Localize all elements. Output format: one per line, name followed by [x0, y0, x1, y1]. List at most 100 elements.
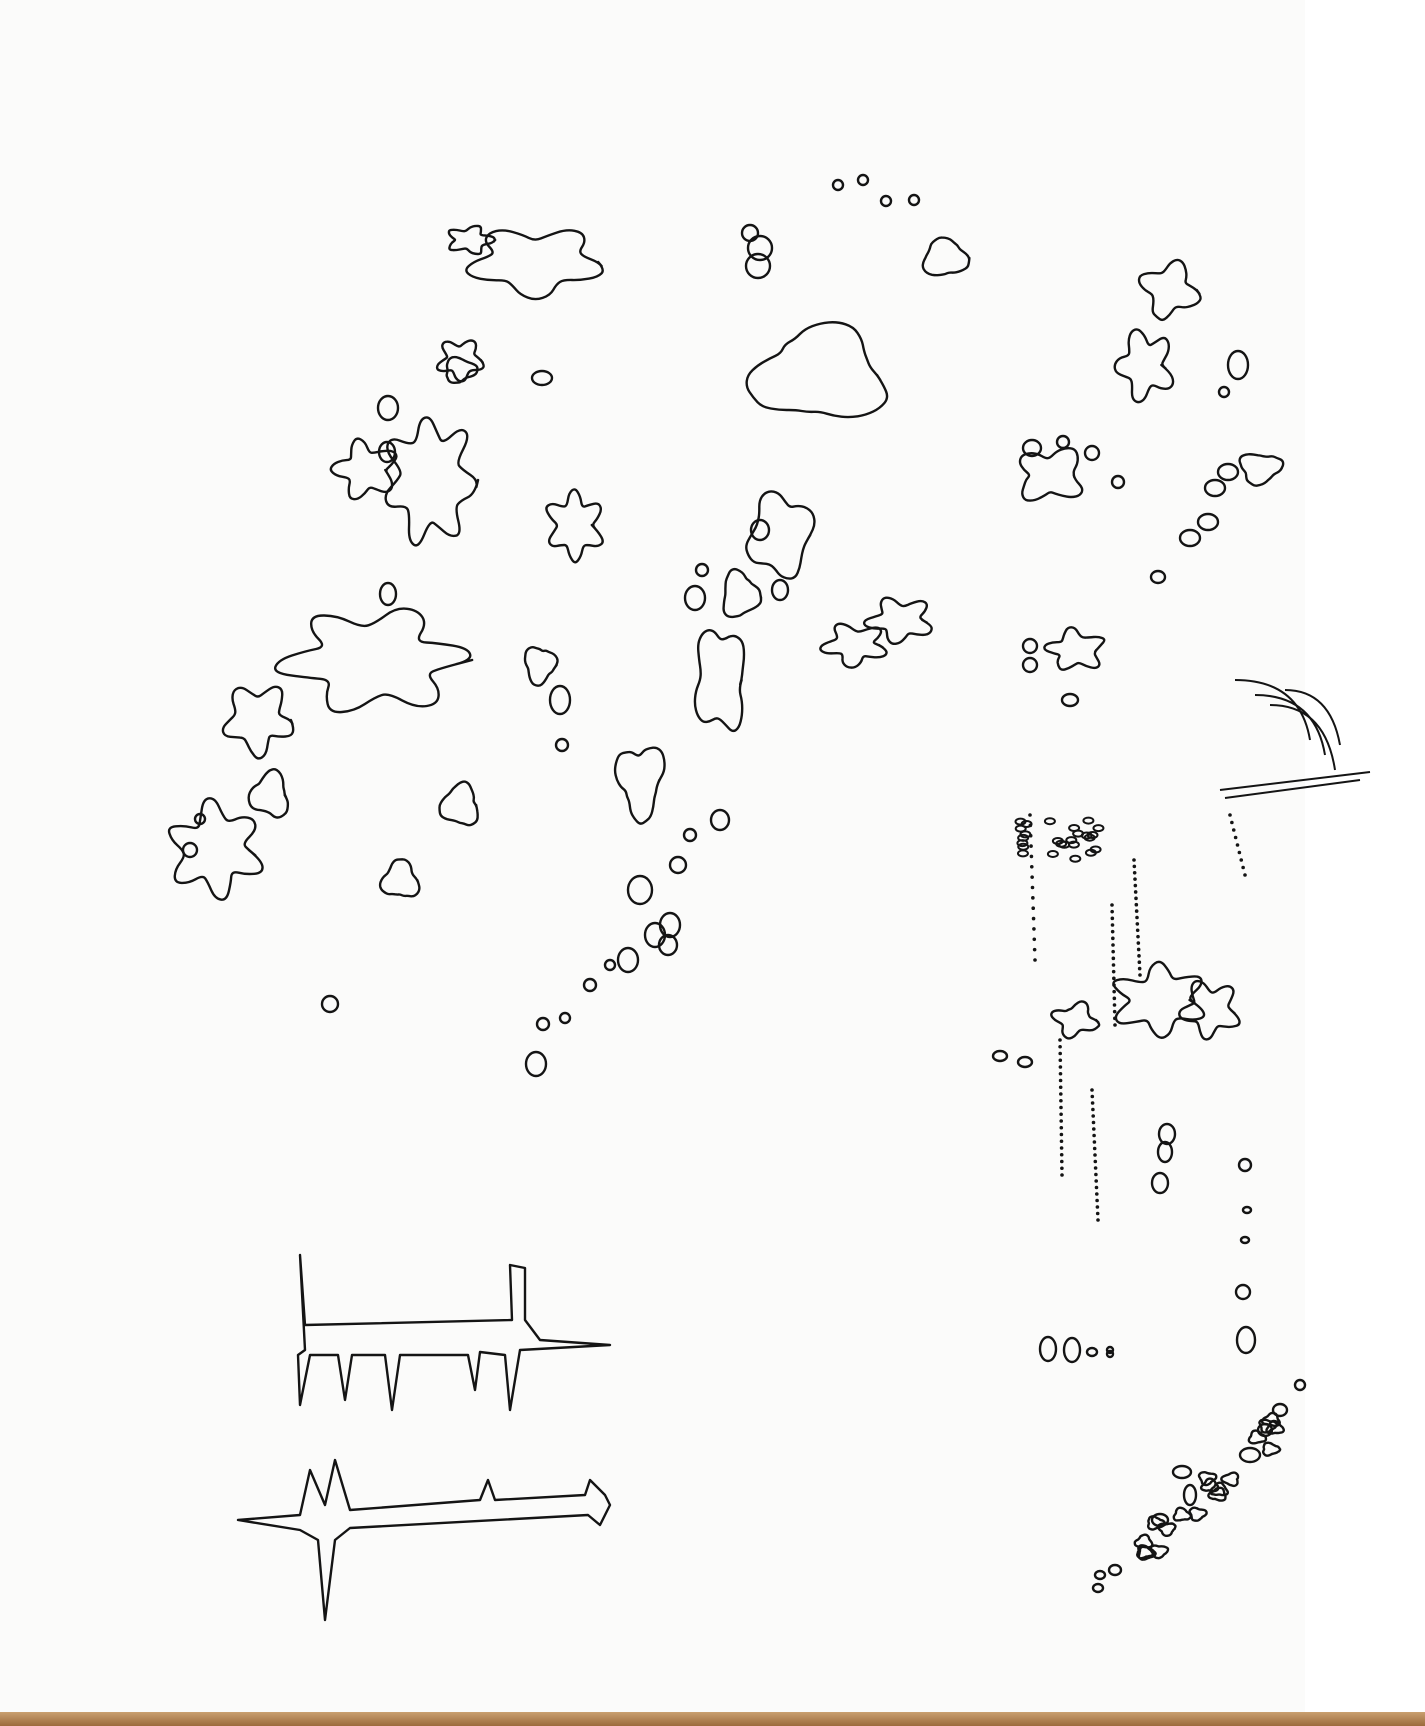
dotted-line: [1059, 1132, 1064, 1137]
ink-oval: [603, 958, 617, 972]
dotted-line: [1059, 1119, 1063, 1123]
ink-blob: [613, 746, 666, 825]
dotted-line: [1058, 1038, 1062, 1042]
ink-oval: [554, 737, 570, 753]
ink-blob: [1207, 1486, 1227, 1502]
dotted-line: [1132, 864, 1137, 869]
ink-blob: [745, 490, 816, 580]
ink-blob: [1209, 1481, 1230, 1497]
ink-oval: [193, 812, 207, 826]
dotted-line: [1233, 835, 1238, 840]
dotted-line: [1110, 923, 1115, 927]
curved-stroke: [1254, 694, 1326, 756]
ink-oval: [991, 1049, 1009, 1063]
ink-oval: [683, 584, 707, 612]
ink-blob: [1220, 1471, 1240, 1488]
ink-oval: [831, 178, 845, 192]
ink-oval: [1038, 1335, 1058, 1363]
dotted-line: [1059, 1112, 1063, 1117]
ink-oval: [1237, 1157, 1253, 1173]
dotted-line: [1111, 943, 1115, 947]
dotted-line: [1092, 1133, 1096, 1138]
ink-blob: [329, 437, 398, 501]
dotted-line: [1030, 885, 1035, 890]
dotted-line: [1095, 1192, 1099, 1196]
ink-oval: [377, 440, 397, 464]
ink-oval: [1016, 1055, 1034, 1069]
ink-blob: [1137, 258, 1202, 322]
ink-blob: [378, 858, 421, 898]
dotted-line: [1243, 873, 1247, 877]
ink-oval: [1238, 1446, 1262, 1464]
ink-blob: [745, 321, 889, 419]
dotted-line: [1031, 916, 1036, 921]
dotted-line: [1091, 1107, 1095, 1112]
ink-blob: [1137, 1545, 1157, 1561]
ink-dash: [1083, 833, 1096, 842]
ink-blob: [1188, 1506, 1208, 1522]
dotted-line: [1032, 947, 1037, 952]
dotted-line: [1110, 903, 1114, 907]
dotted-line: [1091, 1120, 1096, 1125]
ink-oval: [1021, 637, 1039, 655]
ink-oval: [744, 252, 772, 280]
dotted-line: [1090, 1088, 1094, 1092]
ink-dash: [1072, 829, 1085, 838]
dotted-line: [1032, 927, 1036, 931]
dotted-line: [1138, 973, 1142, 977]
dotted-line: [1029, 844, 1033, 848]
curved-stroke: [1234, 679, 1311, 741]
dotted-line: [1033, 958, 1037, 962]
dotted-line: [1059, 1125, 1064, 1130]
ink-dash: [1014, 824, 1027, 833]
ink-oval: [530, 369, 554, 387]
dotted-line: [1110, 929, 1115, 934]
ink-oval: [1055, 434, 1071, 450]
dotted-line: [1032, 937, 1037, 942]
ink-oval: [1217, 385, 1231, 399]
ink-oval: [1085, 1346, 1099, 1358]
dotted-line: [1228, 813, 1232, 817]
ink-oval: [1234, 1283, 1252, 1301]
dotted-line: [1094, 1172, 1098, 1177]
ink-blob: [1050, 1000, 1101, 1040]
dotted-line: [1058, 1051, 1062, 1056]
ink-oval: [378, 581, 398, 607]
ink-oval: [1156, 1140, 1174, 1164]
dotted-line: [1030, 875, 1034, 879]
dotted-line: [1132, 870, 1137, 875]
dotted-line: [1231, 828, 1236, 832]
ink-blob: [722, 567, 763, 619]
ink-oval: [616, 946, 640, 974]
ink-dash: [1046, 849, 1059, 858]
ink-oval: [320, 994, 340, 1014]
ink-oval: [907, 193, 921, 207]
ink-oval: [746, 234, 774, 262]
ink-blob: [167, 797, 264, 901]
ink-blob: [921, 236, 971, 277]
ink-oval: [1271, 1402, 1289, 1418]
ink-blob: [221, 685, 295, 760]
ink-dash: [1055, 839, 1068, 848]
wooden-table-edge: [0, 1712, 1425, 1726]
ink-oval: [770, 578, 790, 602]
dotted-line: [1133, 890, 1138, 894]
ink-oval: [643, 921, 667, 949]
dotted-line: [1031, 906, 1036, 911]
ink-oval: [657, 933, 679, 957]
dotted-line: [1132, 858, 1136, 862]
dotted-line: [1058, 1058, 1063, 1063]
dotted-line: [1237, 850, 1242, 855]
ink-blob: [862, 596, 933, 646]
ink-oval: [535, 1016, 551, 1032]
ink-blob: [435, 339, 485, 383]
ink-oval: [1235, 1325, 1257, 1355]
ink-oval: [1203, 478, 1227, 498]
ink-oval: [1105, 1345, 1115, 1355]
ink-blob: [1147, 1515, 1167, 1531]
ink-oval: [1293, 1378, 1307, 1392]
dotted-line: [1112, 983, 1116, 987]
ink-oval: [626, 874, 654, 906]
dotted-line: [1093, 1159, 1098, 1164]
